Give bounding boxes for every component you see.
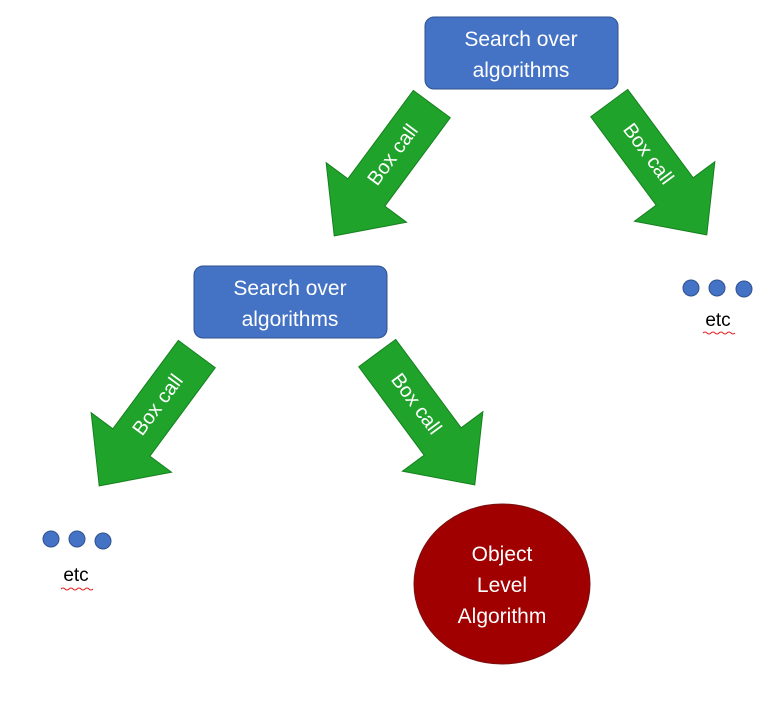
arrow-mid-right: Box call (358, 338, 484, 486)
object-level-line3: Algorithm (458, 605, 547, 628)
ellipsis-dot (735, 280, 753, 298)
search-node-mid-line2: algorithms (242, 308, 339, 331)
search-node-top-line1: Search over (464, 28, 577, 51)
ellipsis-dot (94, 532, 112, 550)
object-level-line2: Level (477, 574, 527, 597)
object-level-node: Object Level Algorithm (413, 503, 591, 665)
etc-label-left: etc (63, 565, 88, 586)
search-node-mid-line1: Search over (233, 277, 346, 300)
object-level-line1: Object (472, 543, 533, 566)
ellipsis-dot (708, 279, 726, 297)
search-node-mid: Search over algorithms (193, 265, 388, 339)
arrow-mid-left: Box call (90, 339, 216, 487)
ellipsis-left: etc (42, 530, 112, 591)
ellipsis-dot (42, 530, 60, 548)
search-node-top: Search over algorithms (424, 16, 619, 90)
ellipsis-right: etc (682, 279, 753, 335)
spellcheck-underline (60, 587, 94, 591)
arrow-top-right: Box call (590, 88, 716, 236)
ellipsis-dot (68, 530, 86, 548)
ellipsis-dot (682, 279, 700, 297)
arrow-top-left: Box call (325, 89, 451, 237)
spellcheck-underline (702, 331, 736, 335)
etc-label-right: etc (705, 310, 730, 331)
search-node-top-line2: algorithms (473, 59, 570, 82)
